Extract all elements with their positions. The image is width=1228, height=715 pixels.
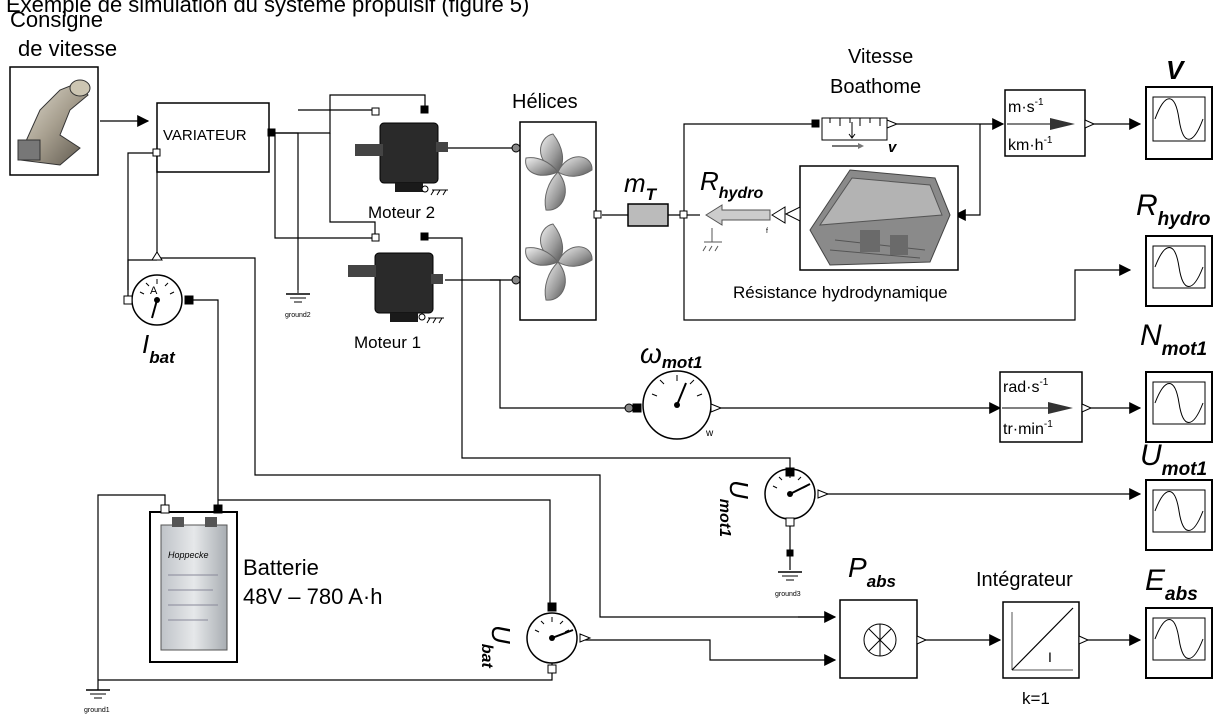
speed-conv-top: m·s-1 [1008,97,1044,116]
omega-port-label: w [705,428,714,439]
rhydro-force-label: Rhydro [700,166,763,202]
speed-converter[interactable] [1004,89,1096,157]
battery-label-1: Batterie [243,555,319,580]
motor1-block[interactable] [348,232,444,324]
ground3-label: ground3 [775,591,801,598]
umot1-voltmeter[interactable] [764,467,830,527]
integrateur-label: Intégrateur [976,569,1073,591]
ground2-label: ground2 [285,312,311,319]
resistance-block[interactable] [784,165,959,271]
scope-nmot1[interactable] [1145,371,1213,443]
battery-block[interactable] [149,504,238,663]
battery-label-2: 48V – 780 A·h [243,584,382,609]
omega-sensor[interactable] [624,370,723,440]
header-text: Exemple de simulation du système propuls… [6,0,529,17]
ubat-voltmeter[interactable] [526,602,592,674]
scope-umot1-label: Umot1 [1140,439,1207,480]
scope-eabs-label: Eabs [1145,564,1198,605]
mass-label: mT [624,168,658,204]
scope-rhydro[interactable] [1145,235,1213,307]
scope-v[interactable] [1145,86,1213,160]
integrateur-block[interactable] [1002,601,1090,679]
ground3-symbol [778,549,802,581]
pabs-multiplier[interactable] [839,599,928,679]
helices-label: Hélices [512,91,578,113]
umot1-label: Umot1 [716,480,754,537]
battery-brand: Hoppecke [168,550,209,560]
variateur-block[interactable] [152,102,276,173]
vitesse-port-label: v [888,139,898,156]
ubat-label: Ubat [478,625,516,668]
scope-umot1[interactable] [1145,479,1213,551]
speed-conv-bottom: km·h-1 [1008,135,1053,154]
ibat-label: Ibat [142,329,176,367]
resistance-label: Résistance hydrodynamique [733,283,948,302]
scope-rhydro-label: Rhydro [1136,189,1210,230]
pabs-label: Pabs [848,552,896,591]
helices-block[interactable] [511,121,602,321]
omega-label: ωmot1 [640,338,702,372]
consigne-label-1: Consigne [10,7,103,32]
ground1-symbol [86,689,110,699]
vitesse-sensor[interactable] [811,117,899,149]
ammeter-symbol: A [150,285,158,297]
mass-block[interactable] [627,203,688,227]
integrateur-gain: k=1 [1022,689,1050,708]
consigne-label-2: de vitesse [18,36,117,61]
scope-v-label: V [1166,55,1186,85]
motor2-label: Moteur 2 [368,203,435,222]
motor2-block[interactable] [355,105,448,196]
rot-converter[interactable] [999,371,1093,443]
integrateur-symbol: I [1048,649,1052,665]
rot-conv-bottom: tr·min-1 [1003,419,1053,438]
vitesse-label-1: Vitesse [848,46,913,68]
vitesse-label-2: Boathome [830,76,921,98]
variateur-label: VARIATEUR [163,127,247,144]
consigne-block[interactable] [9,66,99,176]
scope-eabs[interactable] [1145,607,1213,679]
ammeter[interactable] [123,251,194,326]
motor1-label: Moteur 1 [354,333,421,352]
ground1-label: ground1 [84,707,110,714]
scope-nmot1-label: Nmot1 [1140,319,1207,360]
rot-conv-top: rad·s-1 [1003,377,1049,396]
rhydro-port-label: f [766,228,768,235]
ground2-symbol [286,290,310,303]
rhydro-force-block[interactable] [702,204,786,252]
